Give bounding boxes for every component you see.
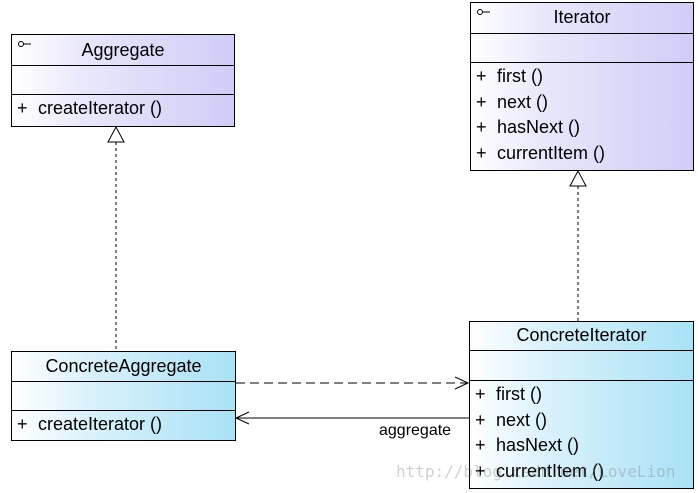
operation-signature: first (): [497, 66, 543, 86]
class-concrete-iterator-operations: + first () + next () + hasNext () + currentI…: [470, 381, 693, 484]
class-iterator[interactable]: Iterator + first () + next () + hasNext () …: [470, 2, 694, 171]
operation: + next (): [471, 90, 693, 116]
operation-signature: hasNext (): [497, 117, 581, 137]
operation: + currentItem (): [471, 141, 693, 167]
operation: + first (): [470, 382, 693, 408]
class-concrete-aggregate[interactable]: ConcreteAggregate + createIterator (): [11, 351, 236, 441]
class-iterator-attributes: [471, 34, 693, 63]
dependency-arrowhead: [454, 376, 470, 390]
realization-arrowhead-aggregate: [107, 125, 125, 143]
visibility-marker: +: [476, 142, 487, 163]
class-aggregate-header: Aggregate: [12, 35, 234, 66]
class-aggregate-attributes: [12, 66, 234, 95]
class-concrete-iterator-header: ConcreteIterator: [470, 322, 693, 351]
operation-signature: createIterator (): [38, 98, 163, 118]
interface-icon: [18, 41, 31, 47]
watermark: http://blog.csdn.net/LoveLion: [396, 462, 676, 481]
visibility-marker: +: [475, 409, 486, 430]
class-concrete-aggregate-header: ConcreteAggregate: [12, 352, 235, 382]
class-aggregate[interactable]: Aggregate + createIterator (): [11, 34, 235, 127]
class-concrete-iterator-name: ConcreteIterator: [516, 325, 647, 345]
class-concrete-iterator[interactable]: ConcreteIterator + first () + next () + has…: [469, 321, 694, 489]
operation: + hasNext (): [470, 433, 693, 459]
operation: + currentItem (): [470, 459, 693, 485]
visibility-marker: +: [475, 384, 486, 404]
visibility-marker: +: [476, 91, 487, 112]
association-label: aggregate: [379, 422, 452, 439]
class-concrete-aggregate-name: ConcreteAggregate: [45, 356, 202, 376]
operation: + next (): [470, 408, 693, 434]
class-aggregate-name: Aggregate: [81, 40, 165, 60]
visibility-marker: +: [475, 460, 486, 481]
operation-signature: createIterator (): [38, 414, 163, 434]
operation-signature: currentItem (): [496, 460, 605, 481]
class-aggregate-operations: + createIterator (): [12, 95, 234, 122]
operation-signature: next (): [496, 409, 548, 430]
operation: + createIterator (): [12, 96, 234, 122]
visibility-marker: +: [17, 414, 28, 434]
class-iterator-name: Iterator: [553, 7, 611, 27]
association-arrowhead: [234, 411, 250, 425]
interface-icon: [477, 9, 490, 15]
visibility-marker: +: [17, 98, 28, 118]
operation: + first (): [471, 64, 693, 90]
operation-signature: next (): [497, 91, 549, 112]
operation: + createIterator (): [12, 412, 235, 438]
visibility-marker: +: [476, 66, 487, 86]
class-concrete-aggregate-operations: + createIterator (): [12, 411, 235, 438]
class-iterator-operations: + first () + next () + hasNext () + currentI…: [471, 63, 693, 166]
operation-signature: hasNext (): [496, 435, 580, 455]
class-concrete-aggregate-attributes: [12, 382, 235, 411]
visibility-marker: +: [476, 117, 487, 137]
class-iterator-header: Iterator: [471, 3, 693, 34]
operation: + hasNext (): [471, 115, 693, 141]
realization-arrowhead-iterator: [569, 169, 587, 187]
class-concrete-iterator-attributes: [470, 351, 693, 381]
operation-signature: first (): [496, 384, 542, 404]
operation-signature: currentItem (): [497, 142, 606, 163]
visibility-marker: +: [475, 435, 486, 455]
